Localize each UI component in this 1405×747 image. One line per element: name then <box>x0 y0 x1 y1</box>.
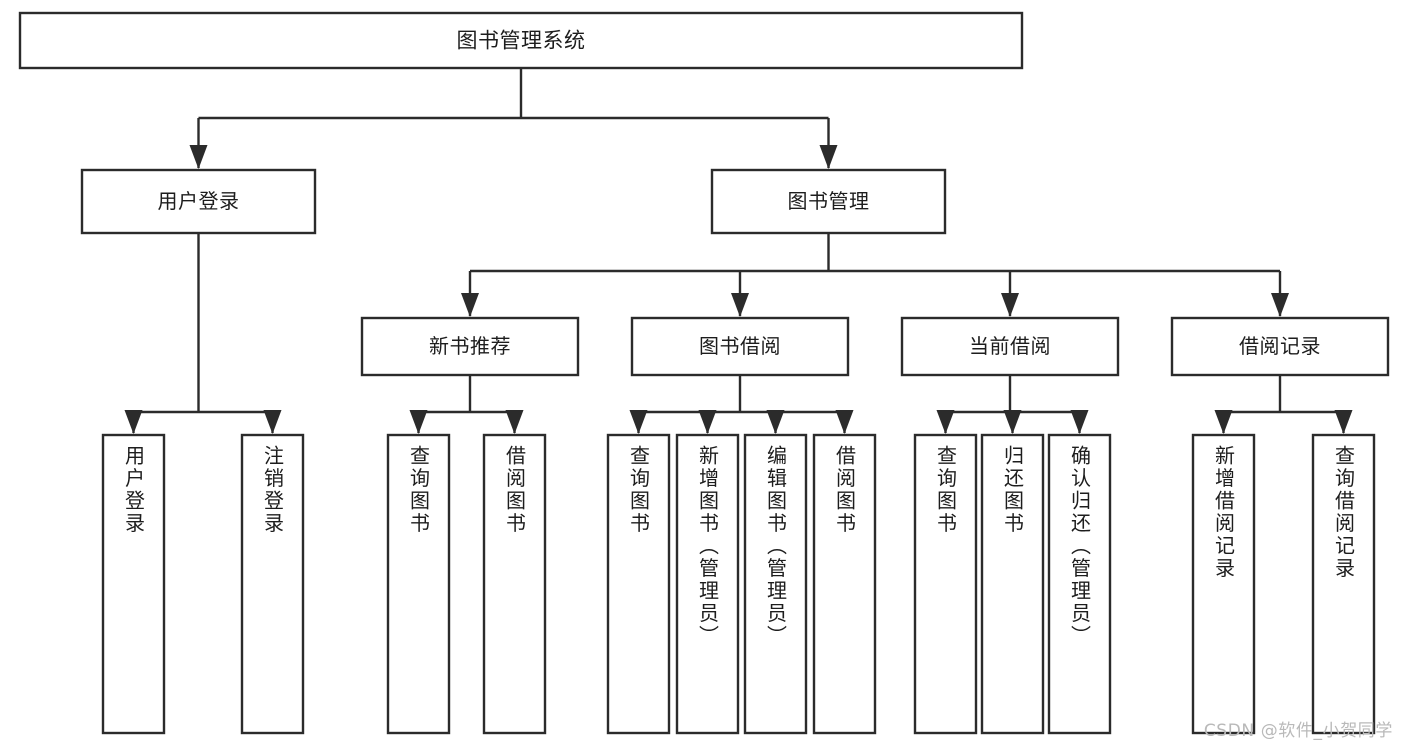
node-box-leaf-borrow-book-2[interactable] <box>812 433 877 735</box>
arrow-head-icon <box>629 410 648 434</box>
boxes-layer <box>18 11 1390 735</box>
arrow-head-icon <box>1070 410 1089 434</box>
arrow-head-icon <box>936 410 955 434</box>
node-box-leaf-query-book-2[interactable] <box>606 433 671 735</box>
arrow-head-icon <box>766 410 785 434</box>
node-box-book-borrow[interactable] <box>630 316 850 377</box>
arrow-head-icon <box>189 145 208 169</box>
node-box-book-manage[interactable] <box>710 168 947 235</box>
node-label-borrow-record: 借阅记录 <box>1239 334 1321 358</box>
node-label-book-borrow: 图书借阅 <box>699 334 781 358</box>
node-box-user-login[interactable] <box>80 168 317 235</box>
arrow-head-icon <box>1214 410 1233 434</box>
node-box-leaf-confirm-return[interactable] <box>1047 433 1112 735</box>
arrow-head-icon <box>819 145 838 169</box>
node-label-current-borrow: 当前借阅 <box>969 334 1051 358</box>
node-box-borrow-record[interactable] <box>1170 316 1390 377</box>
node-box-leaf-query-record[interactable] <box>1311 433 1376 735</box>
node-box-leaf-borrow-book-1[interactable] <box>482 433 547 735</box>
node-box-current-borrow[interactable] <box>900 316 1120 377</box>
arrow-head-icon <box>409 410 428 434</box>
watermark-text: CSDN @软件_小贺同学 <box>1203 721 1393 741</box>
node-box-leaf-logout[interactable] <box>240 433 305 735</box>
arrow-head-icon <box>1271 293 1289 317</box>
arrow-head-icon <box>731 293 749 317</box>
arrow-head-icon <box>835 410 854 434</box>
arrow-head-icon <box>1334 410 1353 434</box>
node-label-root: 图书管理系统 <box>457 29 586 53</box>
arrow-head-icon <box>124 410 143 434</box>
arrow-head-icon <box>1001 293 1019 317</box>
node-box-leaf-user-login[interactable] <box>101 433 166 735</box>
node-box-leaf-query-book-3[interactable] <box>913 433 978 735</box>
node-box-root[interactable] <box>18 11 1024 70</box>
connectors-layer <box>124 68 1353 434</box>
arrow-head-icon <box>1003 410 1022 434</box>
node-box-leaf-add-book[interactable] <box>675 433 740 735</box>
node-box-leaf-add-record[interactable] <box>1191 433 1256 735</box>
node-box-leaf-query-book-1[interactable] <box>386 433 451 735</box>
node-box-leaf-edit-book[interactable] <box>743 433 808 735</box>
node-label-book-manage: 图书管理 <box>788 189 870 213</box>
node-box-leaf-return-book[interactable] <box>980 433 1045 735</box>
node-label-new-book-recommend: 新书推荐 <box>429 334 511 358</box>
arrow-head-icon <box>505 410 524 434</box>
arrow-head-icon <box>263 410 282 434</box>
arrow-head-icon <box>461 293 479 317</box>
node-box-new-book-recommend[interactable] <box>360 316 580 377</box>
arrow-head-icon <box>698 410 717 434</box>
node-label-user-login: 用户登录 <box>158 189 240 213</box>
